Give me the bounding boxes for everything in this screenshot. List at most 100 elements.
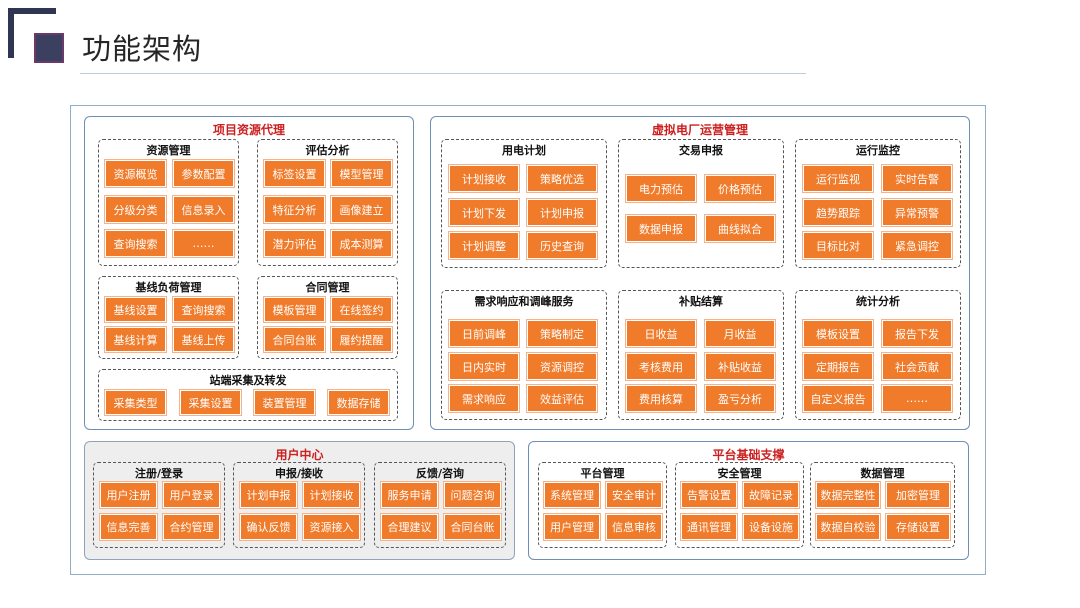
feature-cell[interactable]: 信息审核 (605, 513, 663, 541)
feature-cell[interactable]: 自定义报告 (802, 384, 874, 413)
feature-cell[interactable]: 数据完整性 (815, 481, 881, 509)
feature-cell[interactable]: 盈亏分析 (704, 384, 776, 413)
feature-cell[interactable]: 效益评估 (526, 384, 598, 413)
feature-cell[interactable]: 月收益 (704, 319, 776, 348)
feature-cell[interactable]: 趋势跟踪 (802, 198, 874, 227)
feature-cell[interactable]: 计划申报 (239, 481, 298, 509)
group-station: 站端采集及转发 (98, 369, 398, 421)
feature-cell[interactable]: 加密管理 (885, 481, 951, 509)
feature-cell[interactable]: 数据自校验 (815, 513, 881, 541)
feature-cell[interactable]: 用户登录 (162, 481, 221, 509)
feature-cell[interactable]: 基线上传 (172, 326, 235, 353)
feature-cell[interactable]: 模板设置 (802, 319, 874, 348)
feature-cell[interactable]: 紧急调控 (881, 231, 953, 260)
feature-cell[interactable]: 考核费用 (625, 352, 697, 381)
feature-cell[interactable]: 问题咨询 (443, 481, 502, 509)
feature-cell[interactable]: 计划下发 (448, 198, 520, 227)
group-platform-manage: 平台管理 (538, 462, 667, 548)
feature-cell[interactable]: 数据申报 (625, 214, 697, 243)
feature-cell[interactable]: 合同台账 (263, 326, 326, 353)
feature-cell[interactable]: 社会贡献 (881, 352, 953, 381)
panel-title: 项目资源代理 (212, 123, 285, 137)
group-title: 评估分析 (305, 144, 350, 157)
logo-bracket (8, 8, 56, 58)
group-apply: 申报/接收 (233, 462, 365, 548)
group-login: 注册/登录 (93, 462, 225, 548)
group-title: 基线负荷管理 (135, 281, 202, 294)
feature-cell[interactable]: 成本测算 (330, 229, 393, 258)
feature-cell[interactable]: 标签设置 (263, 159, 326, 188)
feature-cell[interactable]: 采集设置 (179, 389, 242, 416)
feature-cell[interactable]: 费用核算 (625, 384, 697, 413)
feature-cell[interactable]: 异常预警 (881, 198, 953, 227)
feature-cell[interactable]: 计划接收 (302, 481, 361, 509)
feature-cell[interactable]: 资源接入 (302, 513, 361, 541)
logo-square (34, 33, 64, 63)
feature-cell[interactable]: 履约提醒 (330, 326, 393, 353)
feature-cell[interactable]: 日收益 (625, 319, 697, 348)
feature-cell[interactable]: 合同台账 (443, 513, 502, 541)
feature-cell[interactable]: 装置管理 (253, 389, 316, 416)
feature-cell[interactable]: 潜力评估 (263, 229, 326, 258)
feature-cell[interactable]: 模板管理 (263, 296, 326, 323)
feature-cell[interactable]: 价格预估 (704, 174, 776, 203)
feature-cell[interactable]: 用户注册 (99, 481, 158, 509)
feature-cell[interactable]: 查询搜索 (104, 229, 167, 258)
feature-cell[interactable]: 日内实时 (448, 352, 520, 381)
title-divider (80, 73, 806, 74)
feature-cell[interactable]: 信息完善 (99, 513, 158, 541)
feature-cell[interactable]: 分级分类 (104, 195, 167, 224)
group-data: 数据管理 (810, 462, 955, 548)
feature-cell[interactable]: 查询搜索 (172, 296, 235, 323)
feature-cell[interactable]: 设备设施 (742, 513, 800, 541)
group-stats: 统计分析 (795, 290, 961, 420)
feature-cell[interactable]: 资源调控 (526, 352, 598, 381)
feature-cell[interactable]: 计划申报 (526, 198, 598, 227)
feature-cell[interactable]: 存储设置 (885, 513, 951, 541)
feature-cell[interactable]: 策略制定 (526, 319, 598, 348)
feature-cell[interactable]: 信息录入 (172, 195, 235, 224)
group-contract: 合同管理 (257, 276, 398, 359)
feature-cell[interactable]: 日前调峰 (448, 319, 520, 348)
feature-cell[interactable]: 特征分析 (263, 195, 326, 224)
feature-cell[interactable]: 采集类型 (104, 389, 167, 416)
feature-cell[interactable]: 通讯管理 (680, 513, 738, 541)
group-monitor: 运行监控 (795, 139, 961, 268)
group-title: 安全管理 (717, 467, 762, 480)
feature-cell[interactable]: 合约管理 (162, 513, 221, 541)
feature-cell[interactable]: 模型管理 (330, 159, 393, 188)
feature-cell[interactable]: 故障记录 (742, 481, 800, 509)
feature-cell[interactable]: 策略优选 (526, 164, 598, 193)
feature-cell[interactable]: 参数配置 (172, 159, 235, 188)
feature-cell[interactable]: 电力预估 (625, 174, 697, 203)
feature-cell[interactable]: …… (881, 384, 953, 413)
feature-cell[interactable]: 计划接收 (448, 164, 520, 193)
feature-cell[interactable]: 合理建议 (380, 513, 439, 541)
feature-cell[interactable]: …… (172, 229, 235, 258)
feature-cell[interactable]: 服务申请 (380, 481, 439, 509)
feature-cell[interactable]: 目标比对 (802, 231, 874, 260)
feature-cell[interactable]: 补贴收益 (704, 352, 776, 381)
feature-cell[interactable]: 计划调整 (448, 231, 520, 260)
group-title: 用电计划 (502, 144, 546, 157)
feature-cell[interactable]: 定期报告 (802, 352, 874, 381)
feature-cell[interactable]: 基线计算 (104, 326, 167, 353)
feature-cell[interactable]: 历史查询 (526, 231, 598, 260)
feature-cell[interactable]: 在线签约 (330, 296, 393, 323)
feature-cell[interactable]: 报告下发 (881, 319, 953, 348)
feature-cell[interactable]: 基线设置 (104, 296, 167, 323)
feature-cell[interactable]: 实时告警 (881, 164, 953, 193)
feature-cell[interactable]: 曲线拟合 (704, 214, 776, 243)
feature-cell[interactable]: 数据存储 (327, 389, 390, 416)
feature-cell[interactable]: 资源概览 (104, 159, 167, 188)
feature-cell[interactable]: 确认反馈 (239, 513, 298, 541)
group-title: 反馈/咨询 (415, 467, 465, 480)
feature-cell[interactable]: 安全审计 (605, 481, 663, 509)
feature-cell[interactable]: 用户管理 (543, 513, 601, 541)
feature-cell[interactable]: 画像建立 (330, 195, 393, 224)
feature-cell[interactable]: 系统管理 (543, 481, 601, 509)
feature-cell[interactable]: 告警设置 (680, 481, 738, 509)
feature-cell[interactable]: 需求响应 (448, 384, 520, 413)
feature-cell[interactable]: 运行监视 (802, 164, 874, 193)
group-title: 需求响应和调峰服务 (474, 295, 574, 308)
